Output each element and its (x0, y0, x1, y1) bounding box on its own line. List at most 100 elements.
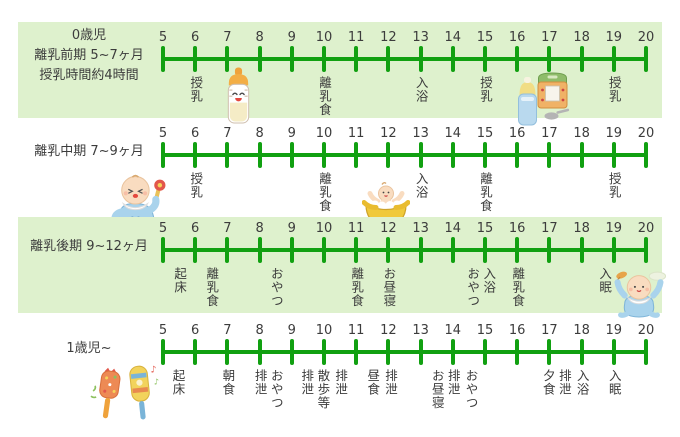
band-title: 0歳児 (71, 28, 107, 43)
hour-label: 15 (476, 221, 494, 236)
hour-tick (515, 237, 520, 263)
hour-tick (579, 46, 584, 72)
hour-tick (386, 339, 391, 365)
hour-tick (450, 142, 455, 168)
hour-tick (257, 339, 262, 365)
hour-tick (322, 339, 326, 365)
hour-tick (515, 339, 520, 365)
hour-tick (644, 142, 648, 168)
hour-tick (483, 237, 487, 263)
hour-tick (611, 339, 616, 365)
hour-label: 8 (255, 323, 264, 338)
hour-label: 18 (573, 221, 590, 236)
hour-label: 5 (158, 126, 168, 141)
hour-label: 6 (191, 221, 200, 236)
svg-text:♪: ♪ (154, 377, 159, 387)
event-label: 起床 (172, 267, 188, 294)
hour-tick (644, 237, 648, 263)
hour-tick (289, 46, 294, 72)
hour-tick (161, 237, 165, 263)
event-label: 入眠 (597, 267, 613, 294)
event-label: 排泄 (252, 369, 268, 396)
hour-tick (611, 237, 616, 263)
hour-tick (193, 339, 198, 365)
hour-label: 7 (223, 30, 232, 45)
hour-tick (322, 237, 326, 263)
hour-tick (354, 237, 359, 263)
hour-tick (450, 237, 455, 263)
hour-tick (193, 142, 198, 168)
event-label: お昼寝 (381, 267, 397, 308)
event-label: 授乳 (478, 76, 493, 103)
hour-label: 20 (637, 323, 655, 338)
hour-tick (193, 46, 198, 72)
timeline-axis (161, 248, 648, 252)
hour-tick (483, 46, 487, 72)
event-label: 離乳食 (349, 267, 365, 308)
band-title: 1歳児~ (66, 341, 112, 356)
hour-tick (257, 46, 262, 72)
hour-label: 19 (605, 126, 623, 141)
hour-label: 11 (347, 221, 365, 236)
band-title: 授乳時間約4時間 (39, 68, 139, 83)
cheering-baby-icon (610, 269, 668, 318)
hour-label: 16 (508, 323, 526, 338)
hour-label: 20 (637, 126, 655, 141)
hour-tick (289, 237, 294, 263)
hour-tick (450, 46, 455, 72)
hour-tick (579, 237, 584, 263)
event-label: 離乳食 (478, 172, 493, 213)
hour-tick (354, 339, 359, 365)
event-label: 離乳食 (317, 172, 332, 213)
hour-label: 12 (380, 323, 397, 338)
svg-text:♪: ♪ (151, 364, 157, 375)
hour-label: 19 (605, 221, 623, 236)
hour-label: 11 (347, 30, 365, 45)
hour-label: 10 (315, 323, 333, 338)
hour-label: 10 (315, 126, 333, 141)
hour-label: 19 (605, 30, 623, 45)
hour-label: 9 (287, 30, 296, 45)
hour-label: 14 (444, 30, 462, 45)
event-label: 入眠 (606, 369, 622, 396)
event-label: 排泄 (333, 369, 349, 396)
event-label: 散歩等 (315, 369, 331, 410)
hour-tick (418, 142, 423, 168)
hour-tick (354, 142, 359, 168)
hour-label: 11 (347, 323, 365, 338)
hour-label: 18 (573, 126, 590, 141)
hour-tick (418, 339, 423, 365)
band-title: 離乳中期 7~9ヶ月 (34, 144, 144, 159)
hour-tick (322, 46, 326, 72)
event-label: 朝食 (220, 369, 236, 396)
hour-label: 12 (380, 30, 397, 45)
hour-label: 18 (573, 323, 590, 338)
baby-bottle-icon (225, 67, 252, 124)
event-label: おやつ (268, 267, 284, 308)
hour-label: 9 (287, 126, 296, 141)
hour-label: 6 (191, 126, 200, 141)
hour-tick (611, 142, 616, 168)
hour-label: 5 (158, 30, 168, 45)
band-title: 離乳後期 9~12ヶ月 (30, 239, 148, 254)
hour-label: 17 (541, 323, 558, 338)
hour-tick (225, 339, 230, 365)
hour-label: 13 (412, 126, 429, 141)
timeline-axis (161, 153, 648, 157)
hour-label: 8 (255, 221, 264, 236)
hour-tick (257, 142, 262, 168)
hour-label: 16 (508, 30, 526, 45)
event-label: 排泄 (556, 369, 572, 396)
hour-label: 16 (508, 126, 526, 141)
hour-label: 14 (444, 221, 462, 236)
event-label: 授乳 (188, 76, 204, 103)
hour-label: 20 (637, 30, 655, 45)
event-label: 排泄 (383, 369, 398, 396)
hour-label: 9 (287, 221, 296, 236)
hour-tick (579, 142, 584, 168)
hour-label: 17 (541, 126, 558, 141)
hour-tick (483, 142, 487, 168)
hour-label: 12 (380, 221, 397, 236)
event-label: 授乳 (606, 172, 622, 199)
